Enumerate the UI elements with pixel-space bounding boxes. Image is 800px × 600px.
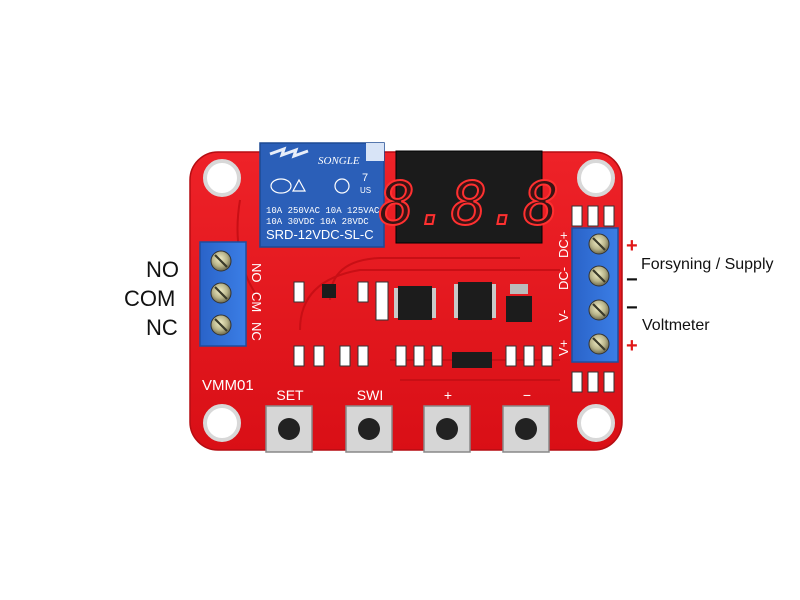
label-voltmeter: Voltmeter — [642, 317, 710, 334]
relay-mark: 7 — [362, 172, 368, 184]
relay-mark-us: US — [360, 186, 371, 195]
button-minus[interactable]: − — [502, 387, 550, 453]
led-display: 8.8.8 — [378, 150, 560, 244]
terminal-block-left — [199, 241, 247, 347]
label-supply: Forsyning / Supply — [641, 256, 774, 273]
button-plus[interactable]: + — [423, 387, 471, 453]
silk-dc-plus: DC+ — [556, 232, 571, 258]
button-swi-label: SWI — [357, 387, 383, 403]
board-model: VMM01 — [202, 377, 254, 394]
silk-v-minus: V- — [556, 310, 571, 322]
button-minus-label: − — [523, 387, 531, 403]
silk-nc: NC — [249, 322, 264, 341]
relay-rating-1: 10A 250VAC 10A 125VAC — [266, 206, 380, 216]
relay-rating-2: 10A 30VDC 10A 28VDC — [266, 217, 369, 227]
smd-components — [293, 205, 615, 393]
silk-left: NO CM NC — [249, 263, 264, 341]
button-set-label: SET — [276, 387, 304, 403]
label-com: COM — [124, 286, 176, 311]
silk-v-plus: V+ — [556, 340, 571, 356]
sign-dc-plus: + — [626, 235, 638, 257]
sign-v-plus: + — [626, 335, 638, 357]
mounting-holes — [203, 159, 615, 442]
terminal-block-right — [571, 227, 619, 363]
button-plus-label: + — [444, 387, 452, 403]
relay-logo-icon — [269, 146, 309, 159]
silk-dc-minus: DC- — [556, 267, 571, 290]
display-digits: 8.8.8 — [379, 169, 560, 239]
certification-icon — [270, 178, 350, 194]
sign-dc-minus: − — [626, 269, 638, 291]
label-no: NO — [146, 257, 179, 282]
button-swi[interactable]: SWI — [345, 387, 393, 453]
label-nc: NC — [146, 315, 178, 340]
buttons: SET SWI + − — [265, 387, 550, 453]
relay-brand: SONGLE — [318, 155, 360, 167]
relay-part: SRD-12VDC-SL-C — [266, 227, 374, 242]
button-set[interactable]: SET — [265, 387, 313, 453]
sign-v-minus: − — [626, 297, 638, 319]
silk-no: NO — [249, 263, 264, 283]
silk-right: DC+ DC- V- V+ — [556, 232, 571, 356]
ic-chips — [293, 281, 532, 368]
relay: SONGLE 7 US 10A 250VAC 10A 125VAC 10A 30… — [259, 142, 385, 248]
silk-cm: CM — [249, 292, 264, 312]
